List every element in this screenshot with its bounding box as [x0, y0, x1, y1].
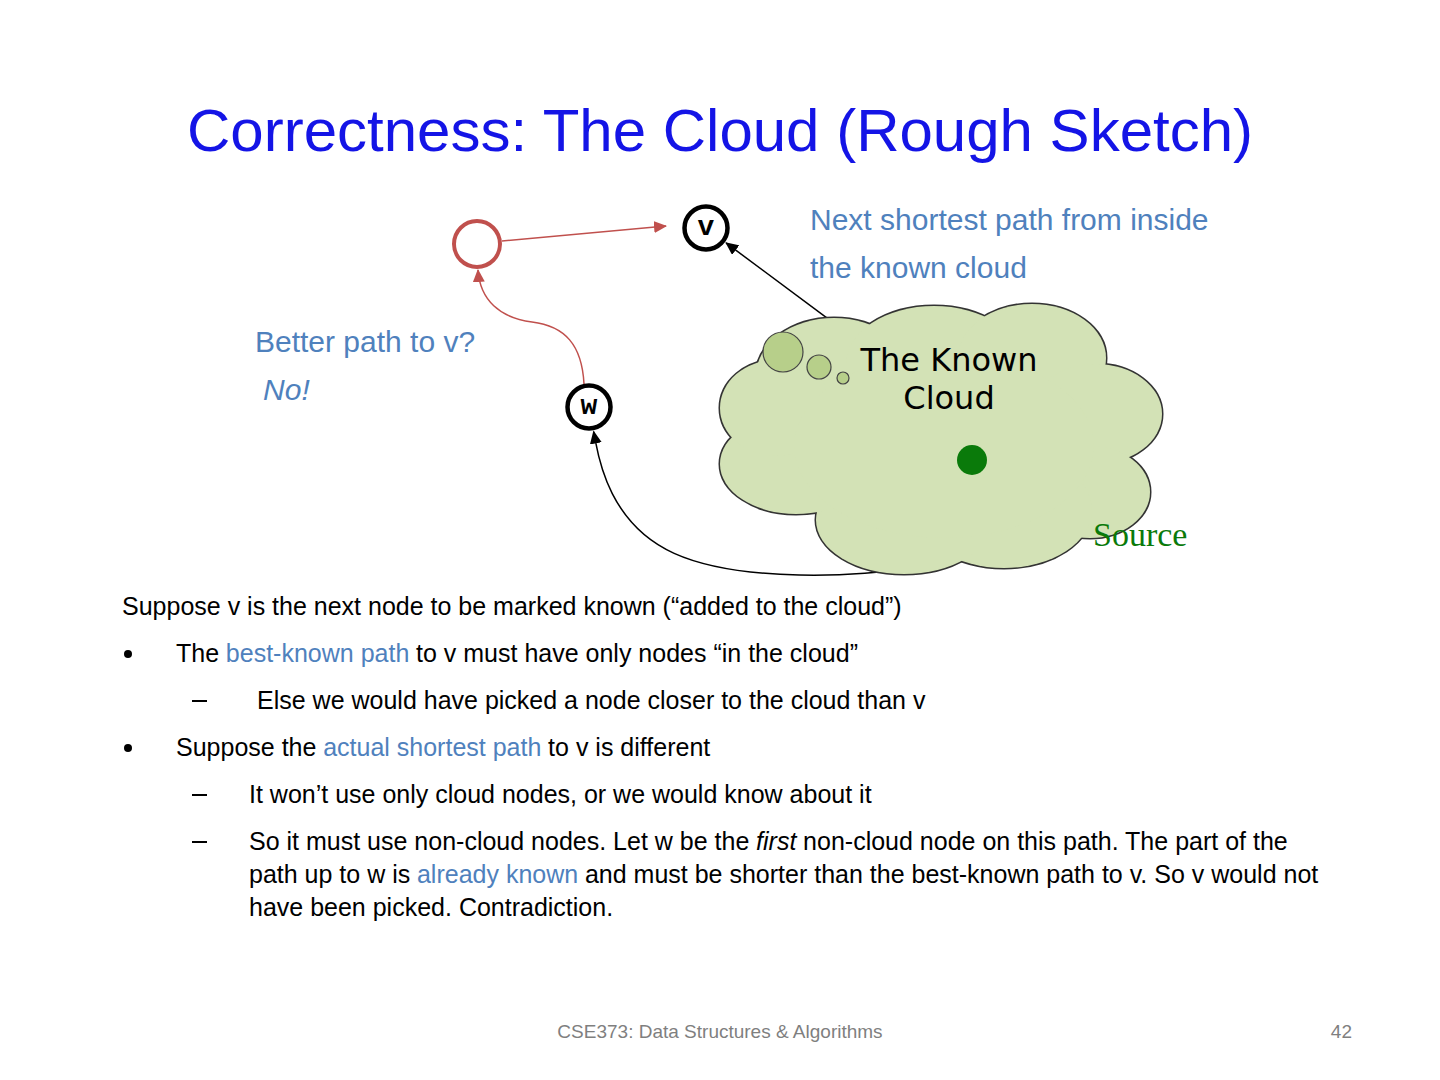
bullet-text-block: Thebest-known pathto v must have only no… — [176, 637, 1326, 670]
bullet-dash — [192, 700, 207, 702]
bullet-dash — [192, 841, 207, 843]
bullet-text-block: Suppose theactual shortest pathto v is d… — [176, 731, 1326, 764]
annotation: Next shortest path from inside the known… — [810, 203, 1209, 284]
cloud-bubble — [837, 372, 849, 384]
bullet-text: Suppose the — [176, 733, 316, 761]
sub-bullet-text-block: So it must use non-cloud nodes. Let w be… — [249, 825, 1324, 924]
slide-number-block: 42 — [1252, 1019, 1352, 1044]
cloud-label: The Known Cloud — [829, 341, 1069, 418]
sub-bullet-text: Else we would have picked a node closer … — [257, 686, 925, 714]
annotation: No! — [263, 373, 310, 406]
bullet-text: actual shortest path — [323, 733, 541, 761]
bullet-text: to v must have only nodes “in the cloud” — [416, 639, 858, 667]
source-node — [957, 445, 987, 475]
graph-node: v — [682, 204, 730, 252]
better-path-curve — [478, 270, 584, 384]
node-label: w — [581, 390, 598, 424]
bullet-dot — [124, 744, 132, 752]
node-label: v — [698, 211, 715, 245]
footer-block: CSE373: Data Structures & Algorithms — [420, 1019, 1020, 1044]
source-label: Source — [1093, 516, 1187, 553]
better-path-edge — [502, 226, 666, 241]
bullet-dash — [192, 794, 207, 796]
body-text-block: Suppose v is the next node to be marked … — [122, 590, 1322, 623]
sub-bullet-text: first — [756, 827, 796, 855]
source-label-block: Source — [1093, 514, 1233, 556]
annotation: Better path to v? — [255, 325, 475, 358]
cloud-bubble — [763, 332, 803, 372]
slide-number: 42 — [1331, 1021, 1352, 1042]
cloud-bubble — [807, 355, 831, 379]
annotation-block: Next shortest path from inside the known… — [810, 196, 1230, 292]
bullet-text: to v is different — [548, 733, 710, 761]
sub-bullet-text: already known — [417, 860, 578, 888]
node-circle — [685, 207, 728, 250]
bullet-text: The — [176, 639, 219, 667]
sub-bullet-text: So it must use non-cloud nodes. Let w be… — [249, 827, 749, 855]
footer: CSE373: Data Structures & Algorithms — [557, 1021, 882, 1042]
node-circle — [568, 386, 611, 429]
bullet-dot — [124, 650, 132, 658]
sub-bullet-text-block: Else we would have picked a node closer … — [257, 684, 1327, 717]
slide-title: Correctness: The Cloud (Rough Sketch) — [0, 96, 1440, 165]
alternate-node — [454, 221, 500, 267]
bullet-text: best-known path — [226, 639, 409, 667]
annotation-block: Better path to v? No! — [255, 318, 495, 414]
graph-node: w — [565, 383, 613, 431]
body-text: Suppose v is the next node to be marked … — [122, 592, 902, 620]
sub-bullet-text: It won’t use only cloud nodes, or we wou… — [249, 780, 872, 808]
sub-bullet-text-block: It won’t use only cloud nodes, or we wou… — [249, 778, 1324, 811]
